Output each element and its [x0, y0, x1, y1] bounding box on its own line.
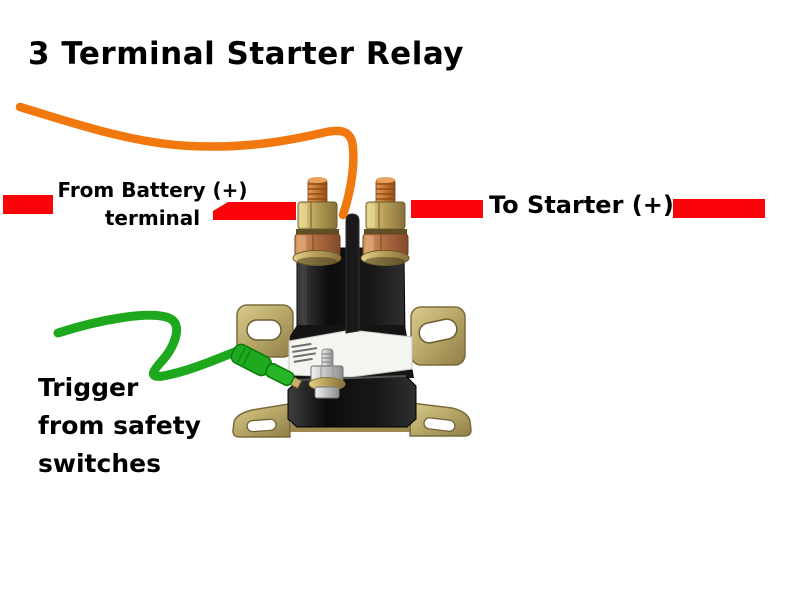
mounting-bracket-upper: [236, 304, 466, 366]
red-cable-bars: [3, 195, 765, 220]
label-trigger-line1: Trigger: [38, 373, 139, 402]
red-bar-from-battery: [3, 195, 53, 214]
label-trigger-line2: from safety: [38, 411, 201, 440]
trigger-terminal-stud: [308, 348, 346, 399]
label-from-battery-line1: From Battery (+): [57, 178, 248, 202]
relay-body: [287, 213, 417, 428]
label-trigger: Trigger from safety switches: [38, 369, 201, 483]
relay-base: [287, 375, 417, 428]
thread-ridges: [308, 183, 327, 200]
battery-wire: [15, 102, 358, 220]
mounting-bracket-lower: [232, 402, 472, 438]
battery-terminal-post: [292, 177, 342, 266]
red-bar-from-right-post: [411, 200, 483, 218]
bracket-left-ear-hole: [246, 319, 282, 341]
label-trigger-line3: switches: [38, 449, 161, 478]
label-from-battery-line2: terminal: [104, 206, 201, 230]
thread-ridges: [376, 183, 395, 200]
terminal-divider-fin: [345, 213, 360, 334]
bracket-right-ear-hole: [418, 318, 458, 344]
bracket-left-foot-hole: [246, 418, 277, 433]
trigger-wire: [53, 310, 245, 381]
red-bar-into-left-post: [213, 202, 296, 220]
trigger-spade-connector: [230, 343, 302, 389]
diagram-title: 3 Terminal Starter Relay: [28, 36, 465, 72]
bracket-right-foot-hole: [423, 417, 456, 432]
starter-terminal-post: [360, 177, 410, 266]
body-highlight: [301, 253, 307, 331]
trigger-lower-nut: [314, 386, 340, 399]
starter-relay-photo: [53, 177, 472, 438]
spec-label-text-lines: [291, 342, 318, 363]
red-bar-to-starter: [673, 199, 765, 218]
label-from-battery: From Battery (+) terminal: [45, 176, 260, 232]
label-to-starter: To Starter (+): [489, 191, 674, 219]
